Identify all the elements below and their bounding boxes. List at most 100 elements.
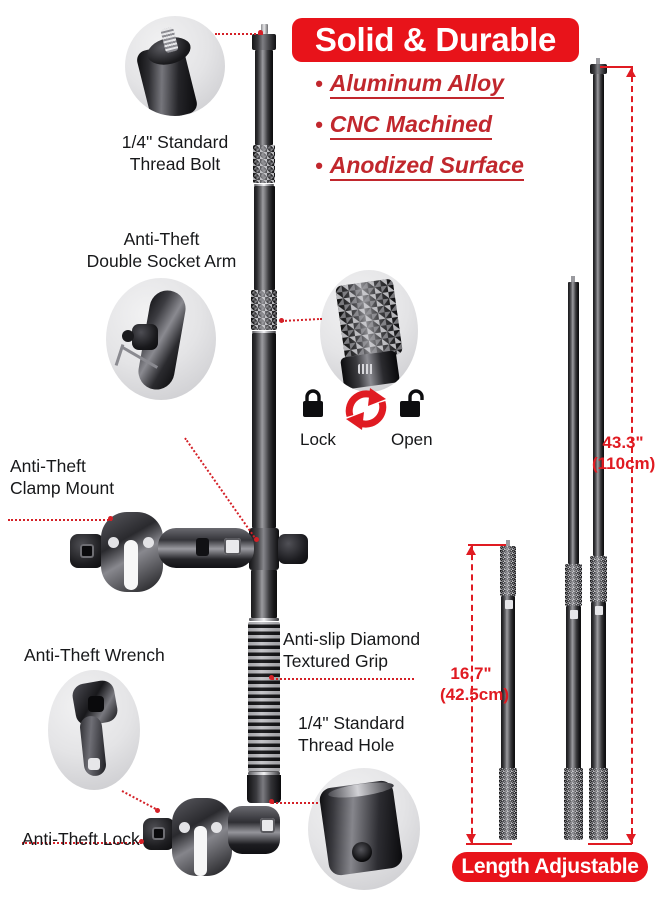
lock-open-indicator: Lock Open [300,388,435,450]
dim-max-cm: (110cm) [592,454,656,474]
pole-mid-joint [249,528,279,570]
dim-max-bottom-tick [588,843,632,845]
anti-slip-diamond-grip [248,622,280,772]
leader-wrench [121,790,157,810]
allen-key-art-leg [114,344,125,366]
knurl-marking-art [358,364,374,374]
title-banner: Solid & Durable [292,18,579,62]
feature-list: • Aluminum Alloy • CNC Machined • Anodiz… [315,72,565,195]
dim-min-cm: (42.5cm) [440,685,509,705]
pole-c-tip [596,58,600,64]
pole-ring-1 [254,184,274,186]
socket-arm-bottom-badge [260,818,275,833]
callout-bubble-wrench [48,670,140,790]
thread-hole-art [352,842,372,862]
label-lock: Anti-Theft Lock [22,829,140,849]
pole-c-shaft-lower [591,602,606,792]
label-thread-bolt: 1/4" Standard Thread Bolt [121,132,229,175]
label-double-socket-arm: Anti-Theft Double Socket Arm [86,229,237,272]
pole-c-knurl [590,556,607,602]
pole-b-badge [570,610,578,619]
label-clamp-mount: Anti-Theft Clamp Mount [10,456,115,499]
leader-thread-hole [272,802,318,804]
pole-c-shaft-upper [593,74,604,556]
pole-c-top-cap [590,64,607,74]
label-diamond-grip: Anti-slip Diamond Textured Grip [283,629,421,672]
dim-max-line [631,66,633,844]
wrench-head-hole-art [88,696,104,712]
length-adjustable-banner: Length Adjustable [452,852,648,882]
callout-bubble-diamond-knurl [320,270,418,392]
label-wrench: Anti-Theft Wrench [24,645,165,665]
lock-knob-hex-mid [80,544,94,558]
leader-clamp-mount [8,519,112,521]
pole-knurl-collar-1 [253,145,275,183]
pole-segment-4 [251,570,277,618]
pole-b-knurl [565,564,582,606]
clamp-jaw-gap-bottom [194,826,207,876]
feature-label: Anodized Surface [329,154,524,181]
circular-arrows-icon [345,388,387,430]
bullet-icon: • [315,71,323,96]
pole-ring-3 [249,618,279,621]
pole-a-knurl [500,546,516,596]
pole-c-badge [595,606,603,615]
leader-dot-diamond-grip [269,675,274,680]
length-adjustable-text: Length Adjustable [461,855,639,878]
dim-min-bottom-tick [466,843,512,845]
leader-dot-thread-hole [269,799,274,804]
title-text: Solid & Durable [314,21,557,58]
leader-dot-wrench [155,808,160,813]
pole-bottom-base [247,775,281,803]
dim-max-arrow-down [626,834,636,843]
pole-ring-4 [248,772,280,775]
clamp-jaw-gap-mid [124,540,138,590]
pole-top-cap [252,34,276,50]
clamp-pivot-dot-a [108,537,119,548]
leader-knurl [281,317,322,322]
wrench-handle-hole-art [88,758,100,770]
dim-min-arrow-down [466,834,476,843]
pole-a-badge [505,600,513,609]
dim-max-label: 43.3"(110cm) [592,432,656,475]
bullet-icon: • [315,153,323,178]
pole-segment-2 [254,186,275,290]
leader-dot-socket-arm [254,537,259,542]
socket-arm-badge [224,538,241,555]
clamp-pivot-dot-b [143,537,154,548]
pole-knurl-collar-2 [251,290,277,330]
feature-item: • Aluminum Alloy [315,72,565,99]
leader-lock [22,842,142,844]
clamp-pivot-dot-c [179,822,190,833]
callout-bubble-thread-bolt [125,16,225,116]
open-padlock-icon [400,389,424,417]
lock-label: Lock [300,430,336,449]
feature-label: Aluminum Alloy [329,72,504,99]
feature-label: CNC Machined [329,113,492,140]
pole-ring-2 [252,331,276,333]
dim-max-top-tick [600,66,632,68]
pole-c-grip [589,768,608,840]
pole-b-tip [571,276,575,282]
dim-min-top-tick [468,544,506,546]
socket-arm-hex-bolt [196,538,209,556]
callout-bubble-double-socket-arm [106,278,216,400]
dim-min-inches: 16.7" [450,664,492,683]
pole-segment-1 [255,50,273,145]
feature-item: • Anodized Surface [315,154,565,181]
dim-min-line [471,544,473,844]
leader-dot-lock [139,839,144,844]
pole-b-shaft-upper [568,282,579,564]
socket-bolt-art [122,330,134,342]
leader-thread-bolt [215,33,263,35]
socket-arm-knob-art [132,324,158,350]
knurl-texture-art [334,278,404,362]
leader-dot-thread-bolt [258,30,263,35]
label-thread-hole: 1/4" Standard Thread Hole [298,713,405,756]
pole-segment-3 [252,333,276,528]
clamp-pivot-dot-d [211,822,222,833]
feature-item: • CNC Machined [315,113,565,140]
leader-dot-clamp-mount [108,516,113,521]
pole-a-shaft [501,596,515,792]
